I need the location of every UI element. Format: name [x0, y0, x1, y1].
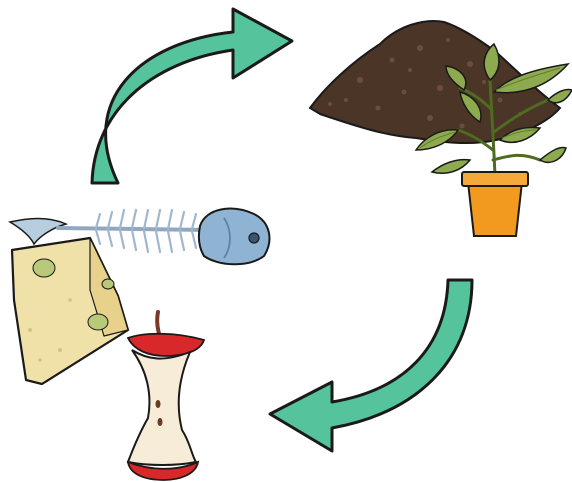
mold-spot — [102, 279, 114, 289]
moldy-cheese — [12, 238, 128, 384]
fish-tail — [10, 219, 66, 245]
apple-top-skin — [128, 334, 204, 356]
arrow-bottom-shape — [270, 280, 472, 451]
curved-arrow-top — [92, 9, 292, 183]
apple-flesh — [128, 350, 196, 465]
flower-pot — [462, 172, 528, 236]
mold-spot — [88, 314, 108, 330]
apple-core — [128, 312, 204, 480]
curved-arrow-bottom — [270, 280, 472, 451]
arrow-top-shape — [92, 9, 292, 183]
mold-spot — [33, 259, 55, 277]
pot-rim — [462, 172, 528, 186]
pot-body — [468, 182, 522, 236]
fish-eye — [249, 233, 259, 243]
